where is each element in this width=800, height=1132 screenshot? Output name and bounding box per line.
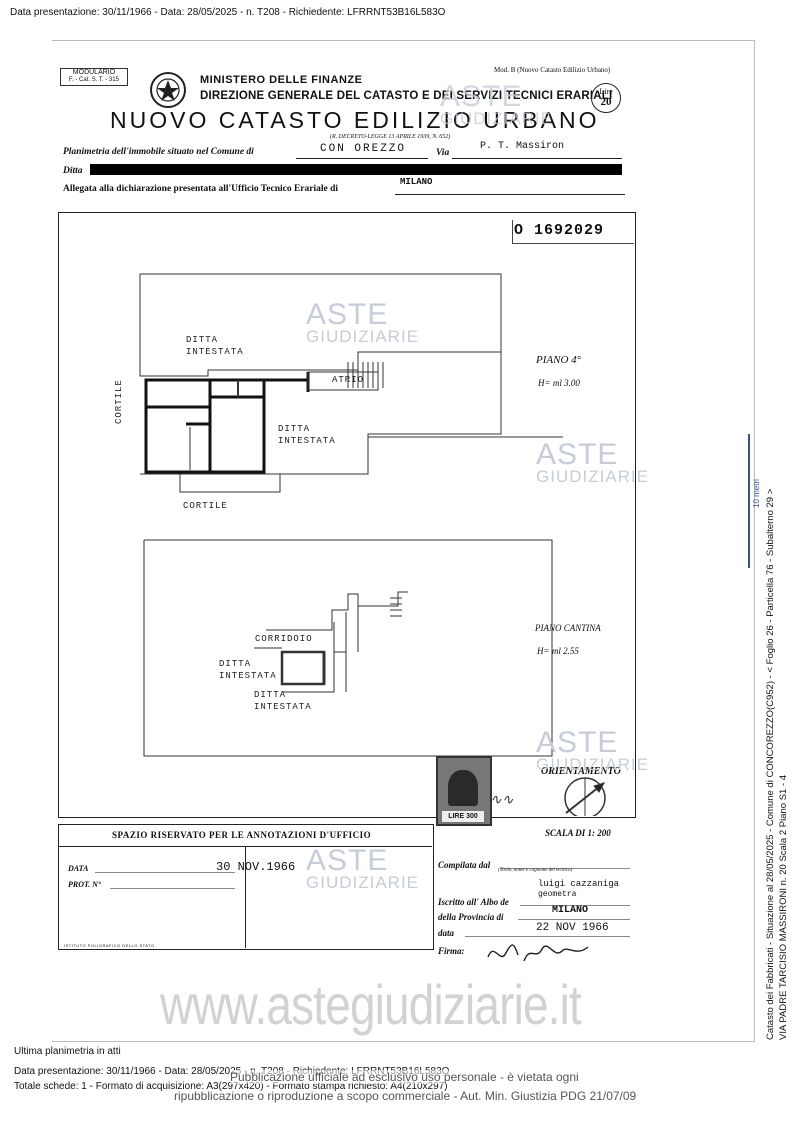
label-h-4: H= ml 3.00 bbox=[538, 378, 580, 388]
label-ditta-intestata-cantina-2: DITTA INTESTATA bbox=[254, 690, 312, 712]
emblem-icon bbox=[150, 72, 186, 108]
mod-b-label: Mod. B (Nuovo Catasto Edilizio Urbano) bbox=[494, 66, 611, 74]
ministry-name: MINISTERO DELLE FINANZE bbox=[200, 74, 363, 86]
disclaimer-line-1: Pubblicazione ufficiale ad esclusivo uso… bbox=[230, 1070, 579, 1084]
side-info-line-2: VIA PADRE TARCISIO MASSIRONI n. 20 Scala… bbox=[778, 774, 789, 1040]
label-orientamento: ORIENTAMENTO bbox=[541, 766, 621, 777]
annotations-title: SPAZIO RISERVATO PER LE ANNOTAZIONI D'UF… bbox=[112, 830, 372, 840]
annotations-data-label: DATA bbox=[68, 864, 89, 873]
istituto-note: ISTITUTO POLIGRAFICO DELLO STATO bbox=[64, 943, 155, 948]
ultima-planimetria: Ultima planimetria in atti bbox=[14, 1046, 121, 1057]
label-cortile-bottom: CORTILE bbox=[183, 501, 228, 511]
label-ditta-intestata-east: DITTA INTESTATA bbox=[278, 424, 336, 446]
redacted-ditta bbox=[90, 164, 622, 175]
label-ditta-intestata-cantina-1: DITTA INTESTATA bbox=[219, 659, 277, 681]
disclaimer-line-2: ripubblicazione o riproduzione a scopo c… bbox=[174, 1089, 637, 1103]
data2-label: data bbox=[438, 928, 455, 938]
label-atrio: ATRIO bbox=[332, 375, 365, 385]
scheda-box bbox=[512, 220, 634, 244]
floor-plan-drawing bbox=[139, 273, 606, 816]
label-piano-cantina: PIANO CANTINA bbox=[535, 623, 601, 633]
stamp-value: LIRE 300 bbox=[442, 811, 484, 822]
label-ditta-intestata-north: DITTA INTESTATA bbox=[186, 335, 244, 357]
modulario-code: F. - Cat. S. T. - 315 bbox=[69, 77, 119, 83]
planimetria-label: Planimetria dell'immobile situato nel Co… bbox=[63, 147, 254, 157]
comune-value: CON OREZZO bbox=[320, 143, 407, 155]
modulario-label: MODULARIO bbox=[72, 69, 116, 76]
decree-note: (R. DECRETO-LEGGE 13 APRILE 1939, N. 652… bbox=[330, 134, 451, 140]
side-info-line-1: Catasto dei Fabbricati - Situazione al 2… bbox=[765, 488, 776, 1040]
scheda-number: O 1692029 bbox=[514, 222, 605, 239]
plan-box bbox=[58, 212, 636, 818]
scale-bar-label: 10 metri bbox=[752, 479, 761, 508]
provincia-value: MILANO bbox=[552, 905, 589, 916]
stamp-overwrite: ∿∿ bbox=[490, 793, 514, 808]
ufficio-value: MILANO bbox=[400, 177, 433, 187]
footer-line-2: Totale schede: 1 - Formato di acquisizio… bbox=[14, 1081, 448, 1092]
top-info-line: Data presentazione: 30/11/1966 - Data: 2… bbox=[10, 7, 446, 18]
document-frame bbox=[52, 40, 755, 1042]
ditta-label: Ditta bbox=[63, 166, 83, 176]
via-value: P. T. Massiron bbox=[480, 141, 565, 152]
label-h-cantina: H= ml 2.55 bbox=[537, 646, 579, 656]
compilata-note: (Titolo, nome e cognome del tecnico) bbox=[498, 868, 573, 873]
revenue-stamp: LIRE 300 bbox=[436, 756, 492, 826]
compilatore-qualifica: geometra bbox=[538, 890, 577, 899]
form-title: NUOVO CATASTO EDILIZIO URBANO bbox=[110, 107, 600, 133]
albo-label: Iscritto all' Albo de bbox=[438, 897, 509, 907]
label-scala: SCALA DI 1: 200 bbox=[545, 828, 611, 838]
lire-stamp: Lire 20 bbox=[591, 83, 621, 113]
compilata-label: Compilata dal bbox=[438, 860, 491, 870]
direzione-name: DIREZIONE GENERALE DEL CATASTO E DEI SER… bbox=[200, 90, 613, 102]
annotations-box bbox=[58, 824, 434, 950]
data2-value: 22 NOV 1966 bbox=[536, 922, 609, 934]
provincia-label: della Provincia di bbox=[438, 912, 504, 922]
label-cortile-side: CORTILE bbox=[114, 379, 124, 424]
allegata-label: Allegata alla dichiarazione presentata a… bbox=[63, 184, 339, 194]
modulario-box: MODULARIO F. - Cat. S. T. - 315 bbox=[60, 68, 128, 86]
label-piano-4: PIANO 4° bbox=[536, 354, 582, 366]
scale-bar bbox=[748, 434, 750, 568]
annotations-data-stamp: 30 NOV.1966 bbox=[216, 860, 296, 874]
stamp-portrait-icon bbox=[448, 770, 478, 806]
label-corridoio: CORRIDOIO bbox=[255, 634, 313, 644]
via-label: Via bbox=[436, 148, 450, 158]
compilatore-name: luigi cazzaniga bbox=[538, 879, 620, 889]
signature-icon bbox=[487, 944, 589, 962]
firma-label: Firma: bbox=[438, 946, 465, 956]
watermark-url: www.astegiudiziarie.it bbox=[160, 973, 582, 1036]
annotations-prot-label: PROT. N° bbox=[68, 880, 102, 889]
